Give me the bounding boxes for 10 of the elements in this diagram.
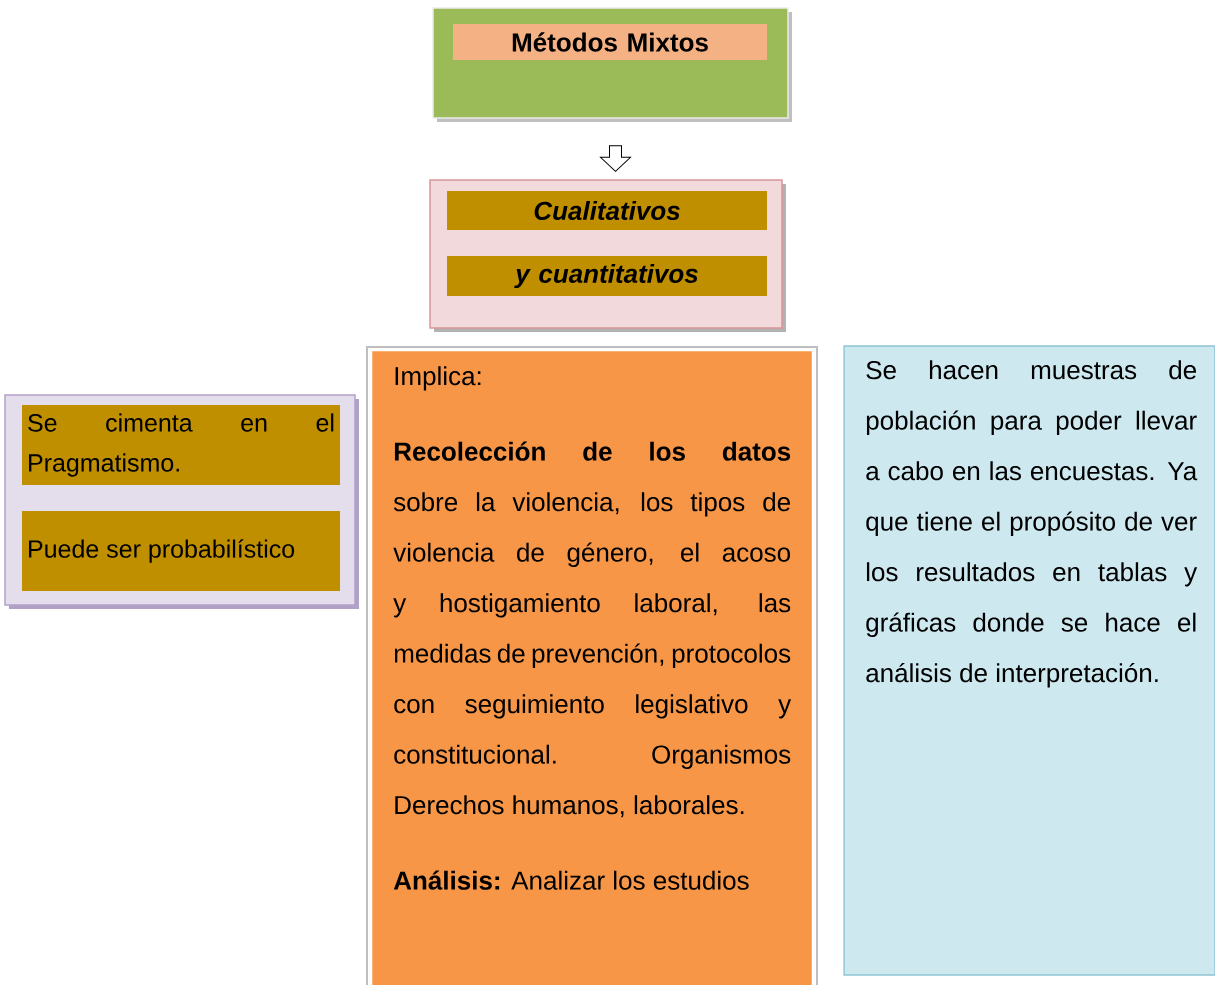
paragraph: Recolección de los datos sobre la violencia, los tipos de violencia de género, el acoso y hostigamiento laboral, las medidas de prevención, protocolos con seguimiento legislativo y constitucional. Organismos Derechos humanos, laborales. xyxy=(393,441,792,818)
method-box: Métodos Mixtos xyxy=(432,7,789,119)
note-box: Se cimenta en el Pragmatismo. Puede ser probabilístico xyxy=(4,394,359,609)
paragraph: Se hacen muestras de población para poder llevar a cabo en las encuestas. Ya que tiene el propósito de ver los resultados en tablas y gráficas donde se hace el análisis de interpretación. xyxy=(866,360,1198,688)
method-box: Cualitativos y cuantitativos xyxy=(429,179,786,332)
text-box xyxy=(843,345,1215,976)
paragraph: Análisis: Analizar los estudios xyxy=(393,870,749,890)
block-arrow xyxy=(600,145,631,172)
text-box xyxy=(372,351,812,985)
paragraph: Implica: xyxy=(395,366,481,391)
